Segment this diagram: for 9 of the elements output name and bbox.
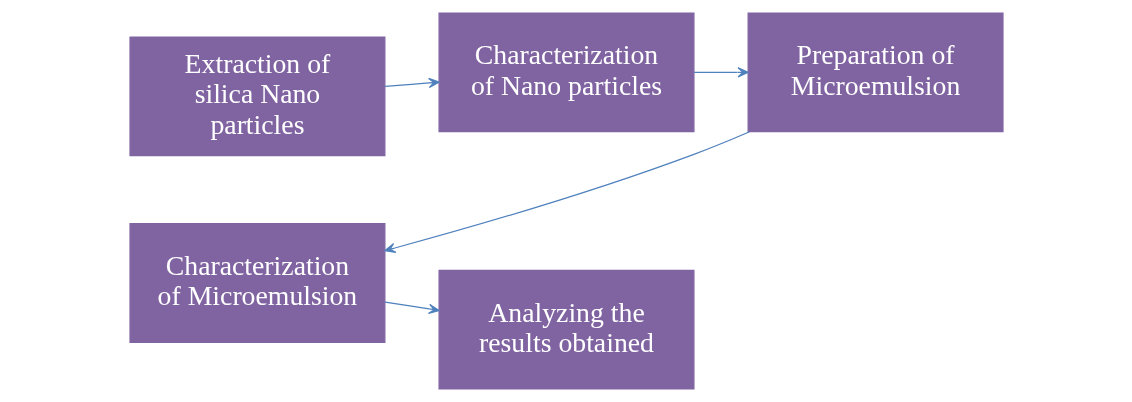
node-box: Preparation of Microemulsion — [747, 12, 1004, 133]
node-box: Extraction of silica Nano particles — [128, 36, 385, 157]
node-box: Analyzing the results obtained — [437, 269, 695, 390]
arrow — [384, 77, 440, 89]
arrow — [693, 67, 749, 78]
node-box: Characterization of Microemulsion — [128, 223, 385, 343]
arrow — [384, 301, 440, 315]
node-box: Characterization of Nano particles — [437, 12, 695, 133]
arrow — [383, 131, 750, 254]
